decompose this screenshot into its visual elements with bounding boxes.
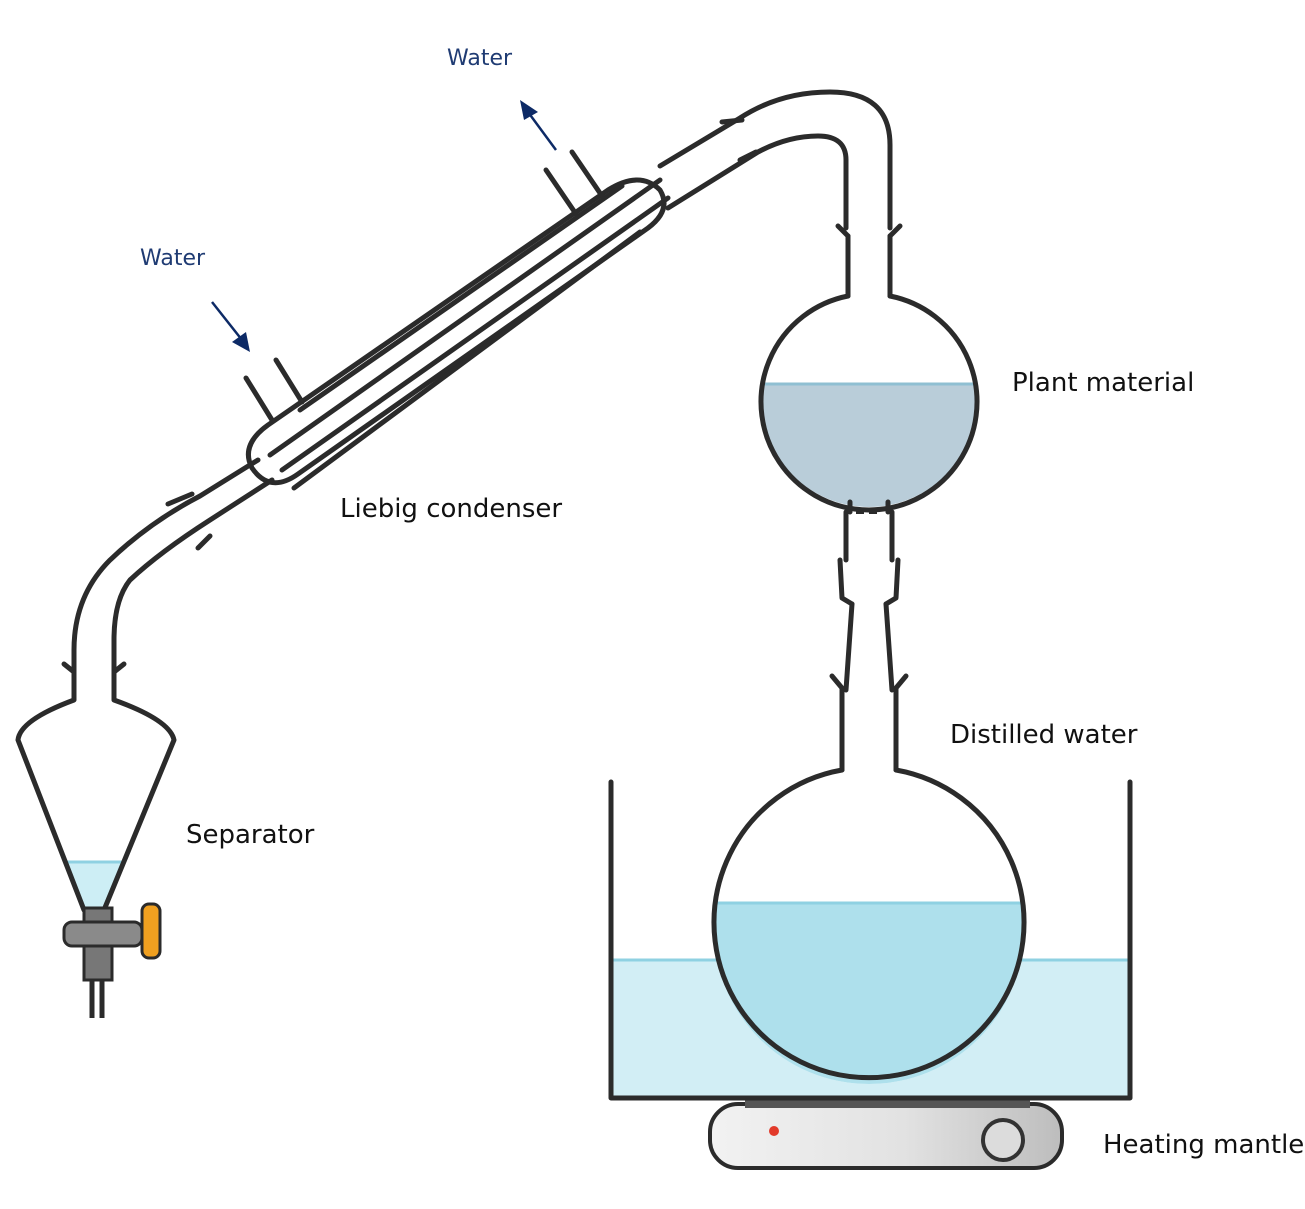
flask-joint — [837, 509, 901, 607]
separator-funnel — [15, 697, 177, 1018]
plant-material-flask — [758, 223, 980, 515]
stopcock-handle-icon — [140, 902, 162, 960]
water-out-label: Water — [447, 46, 513, 71]
water-flow-arrows — [211, 100, 558, 352]
water-out-arrow-icon — [520, 100, 538, 120]
water-in-label: Water — [140, 246, 206, 271]
distilled-water-label: Distilled water — [950, 720, 1138, 750]
mantle-knob-icon — [981, 1118, 1025, 1162]
plant-material-label: Plant material — [1012, 368, 1195, 398]
indicator-light-icon — [769, 1126, 779, 1136]
heating-mantle — [708, 1098, 1064, 1170]
water-in-arrow-icon — [232, 332, 250, 352]
separator-label: Separator — [186, 820, 315, 850]
heating-mantle-label: Heating mantle — [1103, 1130, 1305, 1160]
glass-tubing — [61, 89, 893, 703]
liebig-condenser-label: Liebig condenser — [340, 494, 563, 524]
